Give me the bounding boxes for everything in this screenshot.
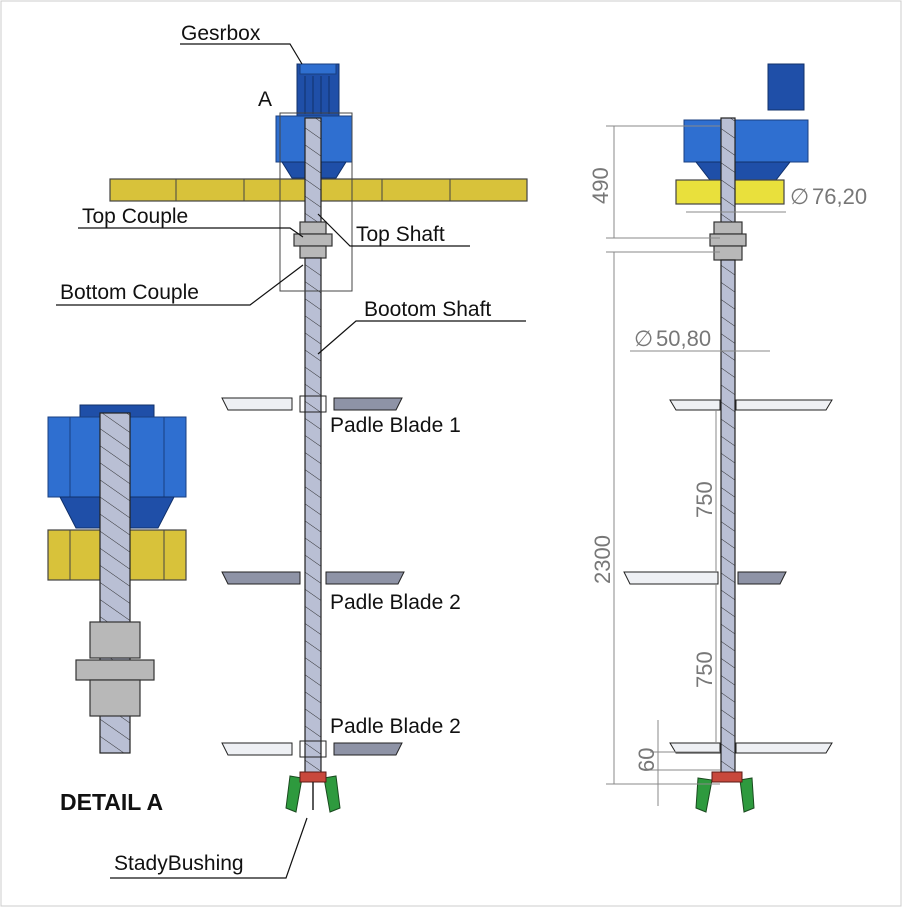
side-view	[623, 63, 833, 813]
coupling	[293, 221, 333, 259]
dim-bottom-shaft-diameter: 50,80	[656, 326, 711, 351]
dim-bottom-shaft-diameter-symbol: ∅	[634, 326, 653, 351]
label-top-shaft: Top Shaft	[356, 223, 445, 246]
label-gearbox: Gesrbox	[181, 22, 261, 45]
label-bottom-couple: Bottom Couple	[60, 281, 199, 304]
dimension-lines	[606, 125, 786, 806]
label-blade-2: Padle Blade 2	[330, 591, 461, 614]
dim-bottom-offset: 60	[634, 748, 659, 772]
paddle-blade-1	[221, 395, 403, 413]
dim-blade-spacing-1: 750	[692, 481, 717, 518]
main-leaders	[56, 43, 526, 879]
dim-blade-spacing-2: 750	[692, 651, 717, 688]
dim-top-shaft-diameter-symbol: ∅	[790, 184, 809, 209]
dim-top-height: 490	[588, 167, 613, 204]
steady-bushing	[285, 771, 341, 813]
main-assembly	[109, 63, 528, 813]
detail-a-title: DETAIL A	[60, 789, 163, 815]
label-blade-3: Padle Blade 2	[330, 715, 461, 738]
label-blade-1: Padle Blade 1	[330, 414, 461, 437]
label-steady-bushing: StadyBushing	[114, 852, 244, 875]
paddle-blade-2	[221, 571, 405, 585]
detail-a-frame	[279, 112, 353, 292]
label-top-couple: Top Couple	[82, 205, 188, 228]
detail-a-view	[47, 404, 187, 754]
paddle-blade-3	[221, 740, 403, 758]
dim-total-length: 2300	[590, 535, 615, 584]
label-bottom-shaft: Bootom Shaft	[364, 298, 491, 321]
label-detail-marker: A	[258, 88, 272, 111]
dim-top-shaft-diameter: 76,20	[812, 184, 867, 209]
